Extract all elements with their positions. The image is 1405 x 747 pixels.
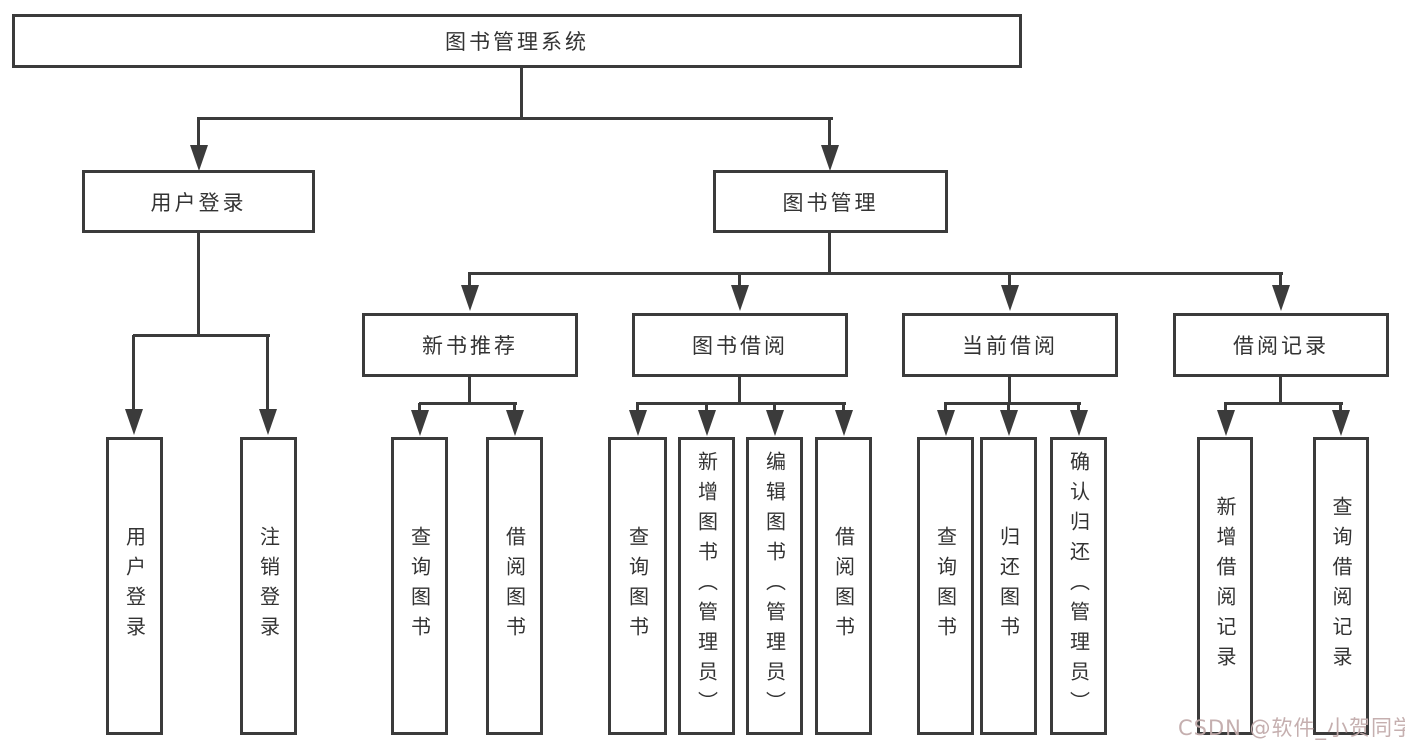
arrow-down-icon <box>1070 403 1088 436</box>
connector-line <box>197 231 200 337</box>
connector-line <box>636 402 846 405</box>
node-label: 用户登录 <box>150 190 247 215</box>
node-label: 图书管理 <box>782 190 879 215</box>
arrow-down-icon <box>766 403 784 436</box>
leaf-borrow-book: 借阅图书 <box>815 437 872 735</box>
connector-line <box>1279 376 1282 404</box>
leaf-label: 借阅图书 <box>502 526 527 646</box>
arrow-down-icon <box>629 403 647 436</box>
arrow-down-icon <box>1000 403 1018 436</box>
leaf-user-login: 用户登录 <box>106 437 163 735</box>
leaf-edit-book-admin: 编辑图书（管理员） <box>746 437 803 735</box>
connector-line <box>944 402 1081 405</box>
arrow-down-icon <box>506 403 524 436</box>
node-label: 借阅记录 <box>1233 334 1329 358</box>
arrow-down-icon <box>1272 273 1290 311</box>
arrow-down-icon <box>461 273 479 311</box>
leaf-query-borrow-record: 查询借阅记录 <box>1313 437 1369 735</box>
connector-line <box>197 117 833 120</box>
leaf-label: 确认归还（管理员） <box>1066 451 1091 721</box>
leaf-add-book-admin: 新增图书（管理员） <box>678 437 735 735</box>
leaf-label: 借阅图书 <box>831 526 856 646</box>
arrow-down-icon <box>125 335 143 435</box>
node-label: 图书管理系统 <box>445 30 589 54</box>
leaf-query-book: 查询图书 <box>608 437 667 735</box>
leaf-label: 查询图书 <box>625 526 650 646</box>
leaf-label: 查询图书 <box>933 526 958 646</box>
connector-line <box>1224 402 1343 405</box>
arrow-down-icon <box>731 273 749 311</box>
leaf-label: 编辑图书（管理员） <box>762 451 787 721</box>
arrow-down-icon <box>190 118 208 171</box>
arrow-down-icon <box>937 403 955 436</box>
leaf-borrow-book: 借阅图书 <box>486 437 543 735</box>
node-book-management: 图书管理 <box>713 170 948 233</box>
leaf-label: 查询借阅记录 <box>1329 496 1353 676</box>
leaf-label: 查询图书 <box>407 526 432 646</box>
leaf-label: 用户登录 <box>122 526 147 646</box>
leaf-logout: 注销登录 <box>240 437 297 735</box>
connector-line <box>468 376 471 404</box>
node-library-management-system: 图书管理系统 <box>12 14 1022 68</box>
leaf-query-book: 查询图书 <box>391 437 448 735</box>
arrow-down-icon <box>1001 273 1019 311</box>
node-label: 图书借阅 <box>692 334 788 358</box>
node-new-book-recommendation: 新书推荐 <box>362 313 578 377</box>
connector-line <box>828 231 831 275</box>
arrow-down-icon <box>411 403 429 436</box>
node-borrowing-records: 借阅记录 <box>1173 313 1389 377</box>
leaf-label: 新增借阅记录 <box>1213 496 1237 676</box>
leaf-confirm-return-admin: 确认归还（管理员） <box>1050 437 1107 735</box>
connector-line <box>738 376 741 404</box>
leaf-label: 注销登录 <box>256 526 281 646</box>
connector-line <box>468 272 1283 275</box>
node-label: 当前借阅 <box>962 334 1058 358</box>
leaf-label: 归还图书 <box>996 526 1021 646</box>
leaf-add-borrow-record: 新增借阅记录 <box>1197 437 1253 735</box>
node-label: 新书推荐 <box>422 334 518 358</box>
arrow-down-icon <box>1217 403 1235 436</box>
arrow-down-icon <box>259 335 277 435</box>
arrow-down-icon <box>698 403 716 436</box>
connector-line <box>419 402 517 405</box>
connector-line <box>1008 376 1011 404</box>
leaf-return-book: 归还图书 <box>980 437 1037 735</box>
connector-line <box>133 334 270 337</box>
leaf-label: 新增图书（管理员） <box>694 451 719 721</box>
node-user-login: 用户登录 <box>82 170 315 233</box>
leaf-query-book: 查询图书 <box>917 437 974 735</box>
watermark: CSDN @软件_小贺同学 <box>1178 716 1405 740</box>
node-current-borrowing: 当前借阅 <box>902 313 1118 377</box>
arrow-down-icon <box>1332 403 1350 436</box>
connector-line <box>520 67 523 119</box>
arrow-down-icon <box>821 118 839 171</box>
arrow-down-icon <box>835 403 853 436</box>
node-book-borrowing: 图书借阅 <box>632 313 848 377</box>
